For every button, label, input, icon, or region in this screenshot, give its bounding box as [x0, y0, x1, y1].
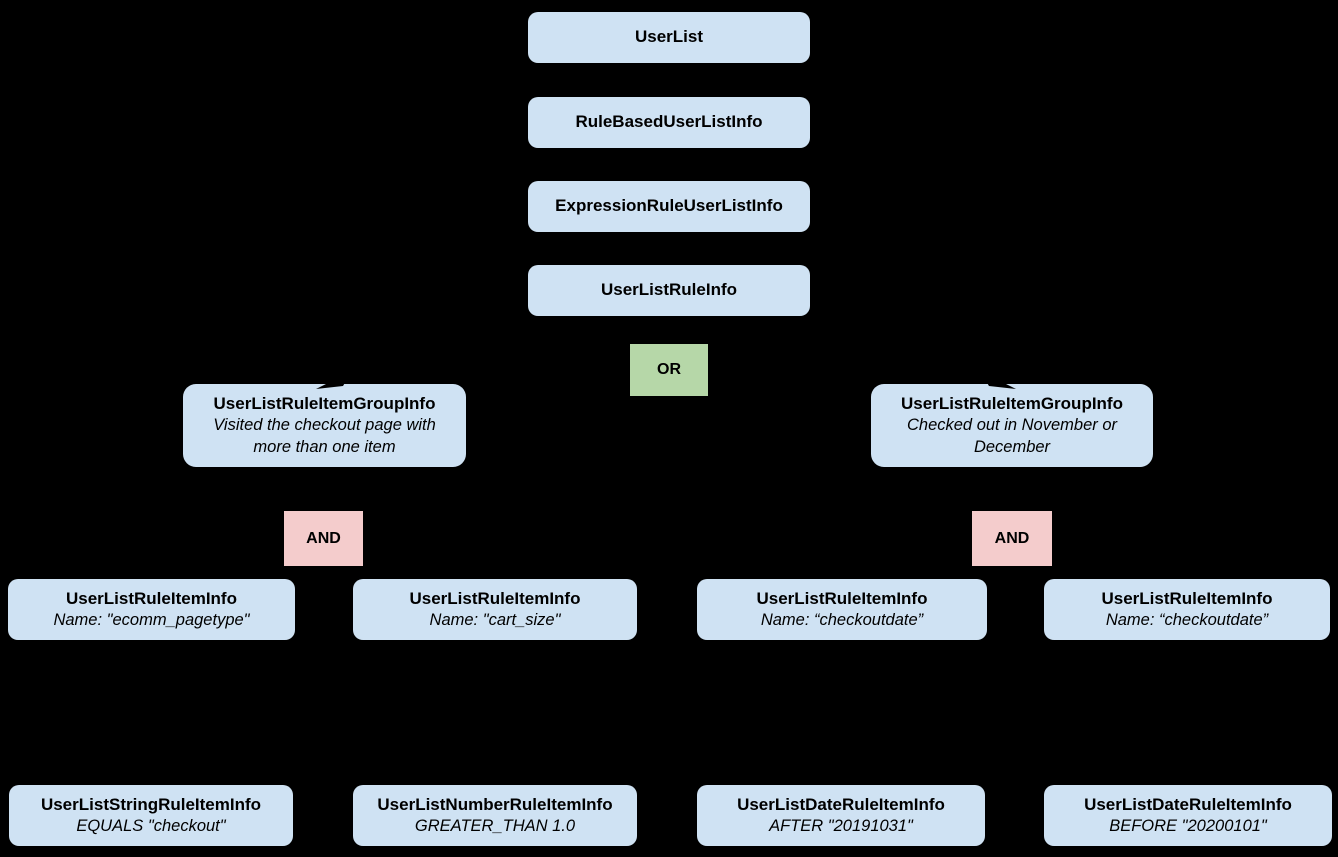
node-title: UserListRuleItemInfo	[756, 588, 928, 608]
node-description: Checked out in November or December	[906, 416, 1118, 456]
node-label: UserList	[634, 27, 704, 47]
node-title: UserListDateRuleItemInfo	[1084, 794, 1292, 814]
node-subtitle: GREATER_THAN 1.0	[414, 816, 576, 835]
node-title: UserListStringRuleItemInfo	[40, 794, 262, 814]
node-expressionruleuserlistinfo: ExpressionRuleUserListInfo	[528, 181, 810, 232]
node-rule-item-group-left: UserListRuleItemGroupInfo Visited the ch…	[183, 384, 466, 467]
or-operator-badge: OR	[630, 344, 708, 396]
node-title: UserListRuleItemInfo	[66, 588, 237, 608]
arrowhead-icon	[980, 371, 1016, 389]
node-label: RuleBasedUserListInfo	[575, 112, 763, 132]
arrowhead-icon	[316, 371, 352, 389]
node-subtitle: AFTER "20191031"	[769, 816, 913, 835]
node-rule-item-checkoutdate-1: UserListRuleItemInfo Name: “checkoutdate…	[697, 579, 987, 640]
node-subtitle: EQUALS "checkout"	[76, 816, 226, 835]
node-rule-item-checkoutdate-2: UserListRuleItemInfo Name: “checkoutdate…	[1044, 579, 1330, 640]
node-date-rule-item-before: UserListDateRuleItemInfo BEFORE "2020010…	[1044, 785, 1332, 846]
node-date-rule-item-after: UserListDateRuleItemInfo AFTER "20191031…	[697, 785, 985, 846]
and-operator-badge-right: AND	[972, 511, 1052, 566]
node-rulebaseduserlistinfo: RuleBasedUserListInfo	[528, 97, 810, 148]
node-rule-item-ecomm-pagetype: UserListRuleItemInfo Name: "ecomm_pagety…	[8, 579, 295, 640]
node-string-rule-item: UserListStringRuleItemInfo EQUALS "check…	[9, 785, 293, 846]
node-label: UserListRuleInfo	[600, 280, 738, 300]
node-subtitle: Name: "ecomm_pagetype"	[53, 610, 250, 629]
and-operator-badge-left: AND	[284, 511, 363, 566]
node-rule-item-cart-size: UserListRuleItemInfo Name: "cart_size"	[353, 579, 637, 640]
node-title: UserListDateRuleItemInfo	[737, 794, 945, 814]
node-userlist: UserList	[528, 12, 810, 63]
node-userlistruleinfo: UserListRuleInfo	[528, 265, 810, 316]
node-title: UserListNumberRuleItemInfo	[377, 794, 613, 814]
node-label: ExpressionRuleUserListInfo	[555, 196, 783, 216]
node-title: UserListRuleItemInfo	[409, 588, 581, 608]
node-subtitle: BEFORE "20200101"	[1109, 816, 1267, 835]
node-rule-item-group-right: UserListRuleItemGroupInfo Checked out in…	[871, 384, 1153, 467]
node-subtitle: Name: “checkoutdate”	[760, 610, 924, 629]
node-description: Visited the checkout page with more than…	[213, 416, 436, 456]
node-subtitle: Name: "cart_size"	[429, 610, 561, 629]
node-number-rule-item: UserListNumberRuleItemInfo GREATER_THAN …	[353, 785, 637, 846]
node-title: UserListRuleItemInfo	[1101, 588, 1273, 608]
node-title: UserListRuleItemGroupInfo	[213, 394, 436, 414]
node-title: UserListRuleItemGroupInfo	[901, 394, 1123, 414]
node-subtitle: Name: “checkoutdate”	[1105, 610, 1269, 629]
